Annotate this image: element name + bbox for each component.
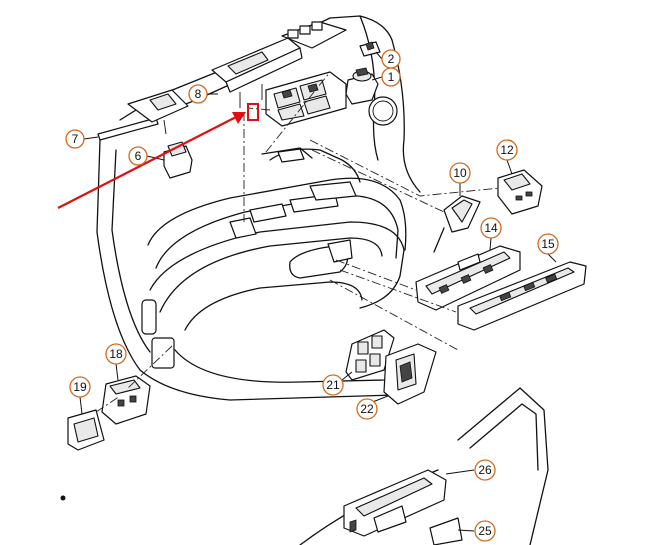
part-14-switch-cluster [415,245,521,311]
part-1-mirror-switch [345,67,379,105]
svg-text:2: 2 [388,52,395,66]
part-18-switch [101,375,151,425]
lower-door-section [299,387,549,545]
callout-1: 1 [381,67,401,87]
part-21-switch-insert [345,329,395,381]
svg-text:18: 18 [109,347,123,361]
svg-text:6: 6 [135,149,142,163]
part-main-switch-block [265,71,347,127]
svg-text:21: 21 [326,378,340,392]
part-15-trim-bezel [457,261,587,331]
svg-text:19: 19 [73,380,87,394]
svg-text:7: 7 [72,132,79,146]
callout-22: 22 [356,398,378,420]
part-10-bracket [433,195,481,253]
svg-text:25: 25 [478,524,492,538]
svg-text:12: 12 [500,143,514,157]
callout-10: 10 [449,162,471,184]
svg-text:8: 8 [195,87,202,101]
callout-2: 2 [381,49,401,69]
callout-21: 21 [322,374,344,396]
svg-text:1: 1 [388,70,395,84]
svg-text:10: 10 [453,166,467,180]
part-2-clip [359,41,381,57]
part-19-bezel [67,409,105,451]
highlight-box [247,103,259,121]
door-panel [96,15,421,401]
callout-8: 8 [188,84,208,104]
svg-text:15: 15 [541,237,555,251]
callout-25: 25 [474,520,496,542]
bullet-dot [60,495,66,501]
callout-18: 18 [105,343,127,365]
part-7-trim-strip [97,89,189,141]
red-arrow [57,112,246,209]
svg-text:22: 22 [360,402,374,416]
callout-15: 15 [537,233,559,255]
callout-7: 7 [65,129,85,149]
callout-26: 26 [474,459,496,481]
svg-text:14: 14 [484,221,498,235]
dash-connectors [95,71,501,413]
part-window-switch-panel [211,21,347,108]
part-22-switch-frame [383,343,437,405]
callout-6: 6 [128,146,148,166]
callout-19: 19 [69,376,91,398]
callout-12: 12 [496,139,518,161]
callout-14: 14 [480,217,502,239]
svg-text:26: 26 [478,463,492,477]
part-12-switch [497,169,543,215]
